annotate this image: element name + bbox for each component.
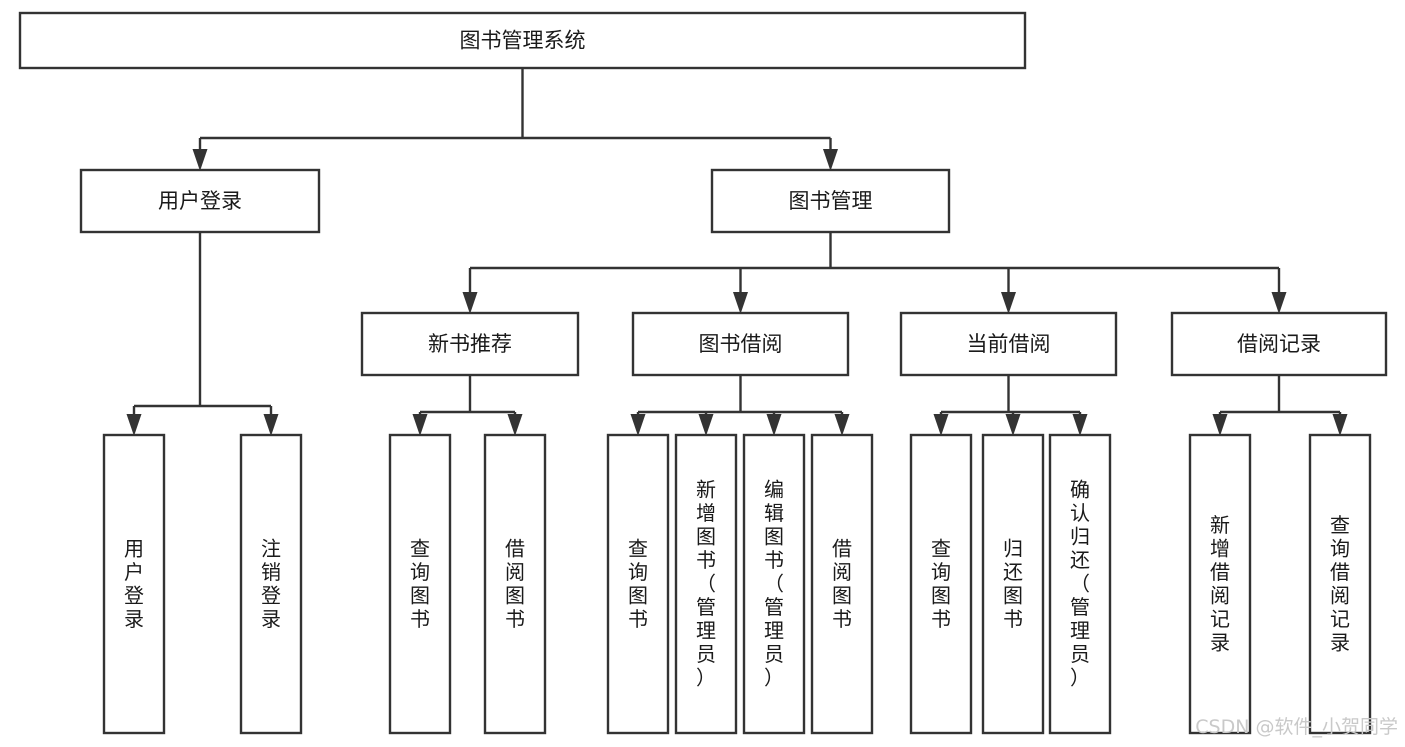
leaf-link-3-0-arrowhead-icon <box>933 414 949 436</box>
leaf-link-2-2-arrowhead-icon <box>766 414 782 436</box>
leaf-box[interactable] <box>1048 433 1112 735</box>
level2-box[interactable] <box>710 168 951 234</box>
level3-1[interactable]: 图书借阅 <box>631 311 850 377</box>
leaf-link-2-1-arrowhead-icon <box>698 414 714 436</box>
leaf-12[interactable]: 查询借阅记录 <box>1308 433 1372 735</box>
leaf-box[interactable] <box>239 433 303 735</box>
level3-box[interactable] <box>360 311 580 377</box>
level3-2[interactable]: 当前借阅 <box>899 311 1118 377</box>
root-root[interactable]: 图书管理系统 <box>18 11 1027 70</box>
leaf-box[interactable] <box>1188 433 1252 735</box>
leaf-8[interactable]: 查询图书 <box>909 433 973 735</box>
level3-3[interactable]: 借阅记录 <box>1170 311 1388 377</box>
leaf-label: 查询图书 <box>931 536 951 631</box>
leaf-link-4-1-arrowhead-icon <box>1332 414 1348 436</box>
leaf-0[interactable]: 用户登录 <box>102 433 166 735</box>
root-to-l2-0-arrowhead-icon <box>192 149 208 171</box>
leaf-label: 归还图书 <box>1003 536 1023 631</box>
level2-box[interactable] <box>79 168 321 234</box>
leaf-link-0-0-arrowhead-icon <box>126 414 142 436</box>
leaf-link-2-3-arrowhead-icon <box>834 414 850 436</box>
root-box[interactable] <box>18 11 1027 70</box>
leaf-link-3-2-arrowhead-icon <box>1072 414 1088 436</box>
leaf-box[interactable] <box>483 433 547 735</box>
leaf-box[interactable] <box>102 433 166 735</box>
leaf-label: 确认归还（管理员） <box>1070 478 1090 690</box>
mgmt-to-l3-0-arrowhead-icon <box>462 292 478 314</box>
leaf-3[interactable]: 借阅图书 <box>483 433 547 735</box>
level3-label: 图书借阅 <box>699 332 783 356</box>
leaf-box[interactable] <box>674 433 738 735</box>
level2-label: 用户登录 <box>158 189 242 213</box>
leaf-label: 借阅图书 <box>505 536 525 631</box>
level3-box[interactable] <box>631 311 850 377</box>
level3-label: 借阅记录 <box>1237 332 1321 356</box>
leaf-link-3-1-arrowhead-icon <box>1005 414 1021 436</box>
mgmt-to-l3-2-arrowhead-icon <box>1001 292 1016 314</box>
leaf-link-2-0-arrowhead-icon <box>630 414 646 436</box>
leaf-1[interactable]: 注销登录 <box>239 433 303 735</box>
leaf-label: 新增图书（管理员） <box>696 478 716 690</box>
leaf-label: 注销登录 <box>261 536 281 631</box>
mgmt-to-l3-1-arrowhead-icon <box>733 292 748 314</box>
mgmt-to-l3-3-arrowhead-icon <box>1271 292 1287 314</box>
leaf-6[interactable]: 编辑图书（管理员） <box>742 433 806 735</box>
leaf-link-4-0-arrowhead-icon <box>1212 414 1228 436</box>
leaf-10[interactable]: 确认归还（管理员） <box>1048 433 1112 735</box>
leaf-label: 编辑图书（管理员） <box>764 478 784 690</box>
leaf-link-0-1-arrowhead-icon <box>263 414 279 436</box>
level3-label: 当前借阅 <box>967 332 1051 356</box>
leaf-2[interactable]: 查询图书 <box>388 433 452 735</box>
leaf-7[interactable]: 借阅图书 <box>810 433 874 735</box>
nodes-group: 图书管理系统用户登录图书管理新书推荐图书借阅当前借阅借阅记录用户登录注销登录查询… <box>18 11 1388 735</box>
leaf-11[interactable]: 新增借阅记录 <box>1188 433 1252 735</box>
leaf-label: 查询图书 <box>410 536 430 631</box>
level3-box[interactable] <box>1170 311 1388 377</box>
connectors-group <box>126 68 1348 436</box>
level3-box[interactable] <box>899 311 1118 377</box>
leaf-box[interactable] <box>810 433 874 735</box>
level3-0[interactable]: 新书推荐 <box>360 311 580 377</box>
leaf-label: 借阅图书 <box>832 536 852 631</box>
leaf-label: 查询图书 <box>628 536 648 631</box>
leaf-box[interactable] <box>742 433 806 735</box>
leaf-box[interactable] <box>388 433 452 735</box>
root-label: 图书管理系统 <box>460 29 586 53</box>
leaf-box[interactable] <box>909 433 973 735</box>
leaf-9[interactable]: 归还图书 <box>981 433 1045 735</box>
csdn-watermark: CSDN @软件_小贺同学 <box>1195 716 1398 738</box>
level2-0[interactable]: 用户登录 <box>79 168 321 234</box>
leaf-4[interactable]: 查询图书 <box>606 433 670 735</box>
leaf-5[interactable]: 新增图书（管理员） <box>674 433 738 735</box>
level3-label: 新书推荐 <box>428 332 512 356</box>
level2-1[interactable]: 图书管理 <box>710 168 951 234</box>
leaf-label: 查询借阅记录 <box>1330 513 1350 655</box>
leaf-link-1-0-arrowhead-icon <box>412 414 428 436</box>
leaf-link-1-1-arrowhead-icon <box>507 414 523 436</box>
leaf-box[interactable] <box>606 433 670 735</box>
leaf-label: 用户登录 <box>124 536 144 631</box>
root-to-l2-1-arrowhead-icon <box>823 149 838 171</box>
leaf-label: 新增借阅记录 <box>1210 513 1230 655</box>
level2-label: 图书管理 <box>789 189 873 213</box>
leaf-box[interactable] <box>981 433 1045 735</box>
leaf-box[interactable] <box>1308 433 1372 735</box>
